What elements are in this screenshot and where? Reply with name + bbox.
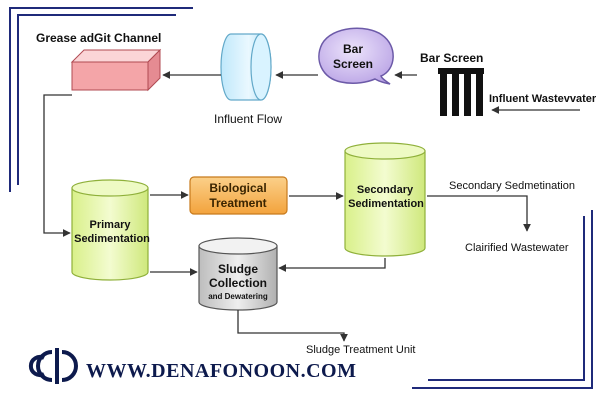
arrow-secondary-to-clarified	[427, 195, 531, 232]
biological-treatment-label-line1: Biological	[209, 181, 267, 195]
arrow-secondary-to-sludge	[278, 258, 386, 272]
primary-sedimentation-tank	[71, 179, 149, 281]
grease-channel-label: Grease adGit Channel	[36, 31, 162, 45]
sludge-treatment-unit-label: Sludge Treatment Unit	[306, 344, 416, 356]
influent-flow-label: Influent Flow	[214, 112, 283, 126]
bar-screen-bubble	[318, 27, 394, 85]
brand-logo-icon	[28, 348, 78, 384]
flow-arrows	[43, 71, 580, 342]
arrow-grease-to-primary	[43, 94, 72, 237]
influent-wastewater-label: Influent Wastevvater	[489, 93, 597, 105]
biological-treatment-box	[189, 176, 288, 215]
arrow-sludge-to-treatment-unit	[237, 310, 348, 342]
bar-screen-bubble-label-line1: Bar	[342, 42, 364, 56]
bar-screen-icon	[438, 68, 484, 116]
influent-flow-cylinder	[220, 33, 272, 101]
frame-top-left-inner	[17, 14, 176, 185]
frame-bottom-right-inner	[428, 216, 585, 381]
sludge-collection-label-line2: Collection	[208, 276, 268, 290]
primary-sedimentation-label-line1: Primary	[89, 219, 131, 231]
secondary-sedimentation-tank	[344, 142, 426, 257]
bar-screen-bubble-label-line2: Screen	[332, 57, 374, 71]
biological-treatment-label-line2: Treatment	[209, 196, 267, 210]
frame-top-left-outer	[9, 7, 193, 192]
sludge-collection-tank	[198, 237, 278, 311]
secondary-sedimentation-label-line2: Sedimentation	[348, 198, 424, 210]
bar-screen-label: Bar Screen	[420, 51, 484, 65]
secondary-sedmetination-label: Secondary Sedmetination	[449, 180, 575, 192]
brand-website-url: WWW.DENAFONOON.COM	[86, 360, 357, 382]
sludge-collection-label-line1: Sludge	[217, 262, 259, 276]
clarified-wastewater-label: Clairified Wastewater	[465, 242, 569, 254]
frame-bottom-right-outer	[412, 210, 593, 389]
primary-sedimentation-label-line2: Sedimentation	[74, 233, 150, 245]
sludge-collection-label-line3: and Dewatering	[208, 292, 268, 301]
grease-channel-box	[70, 48, 162, 92]
secondary-sedimentation-label-line1: Secondary	[356, 184, 414, 196]
decorative-frame	[9, 7, 593, 389]
